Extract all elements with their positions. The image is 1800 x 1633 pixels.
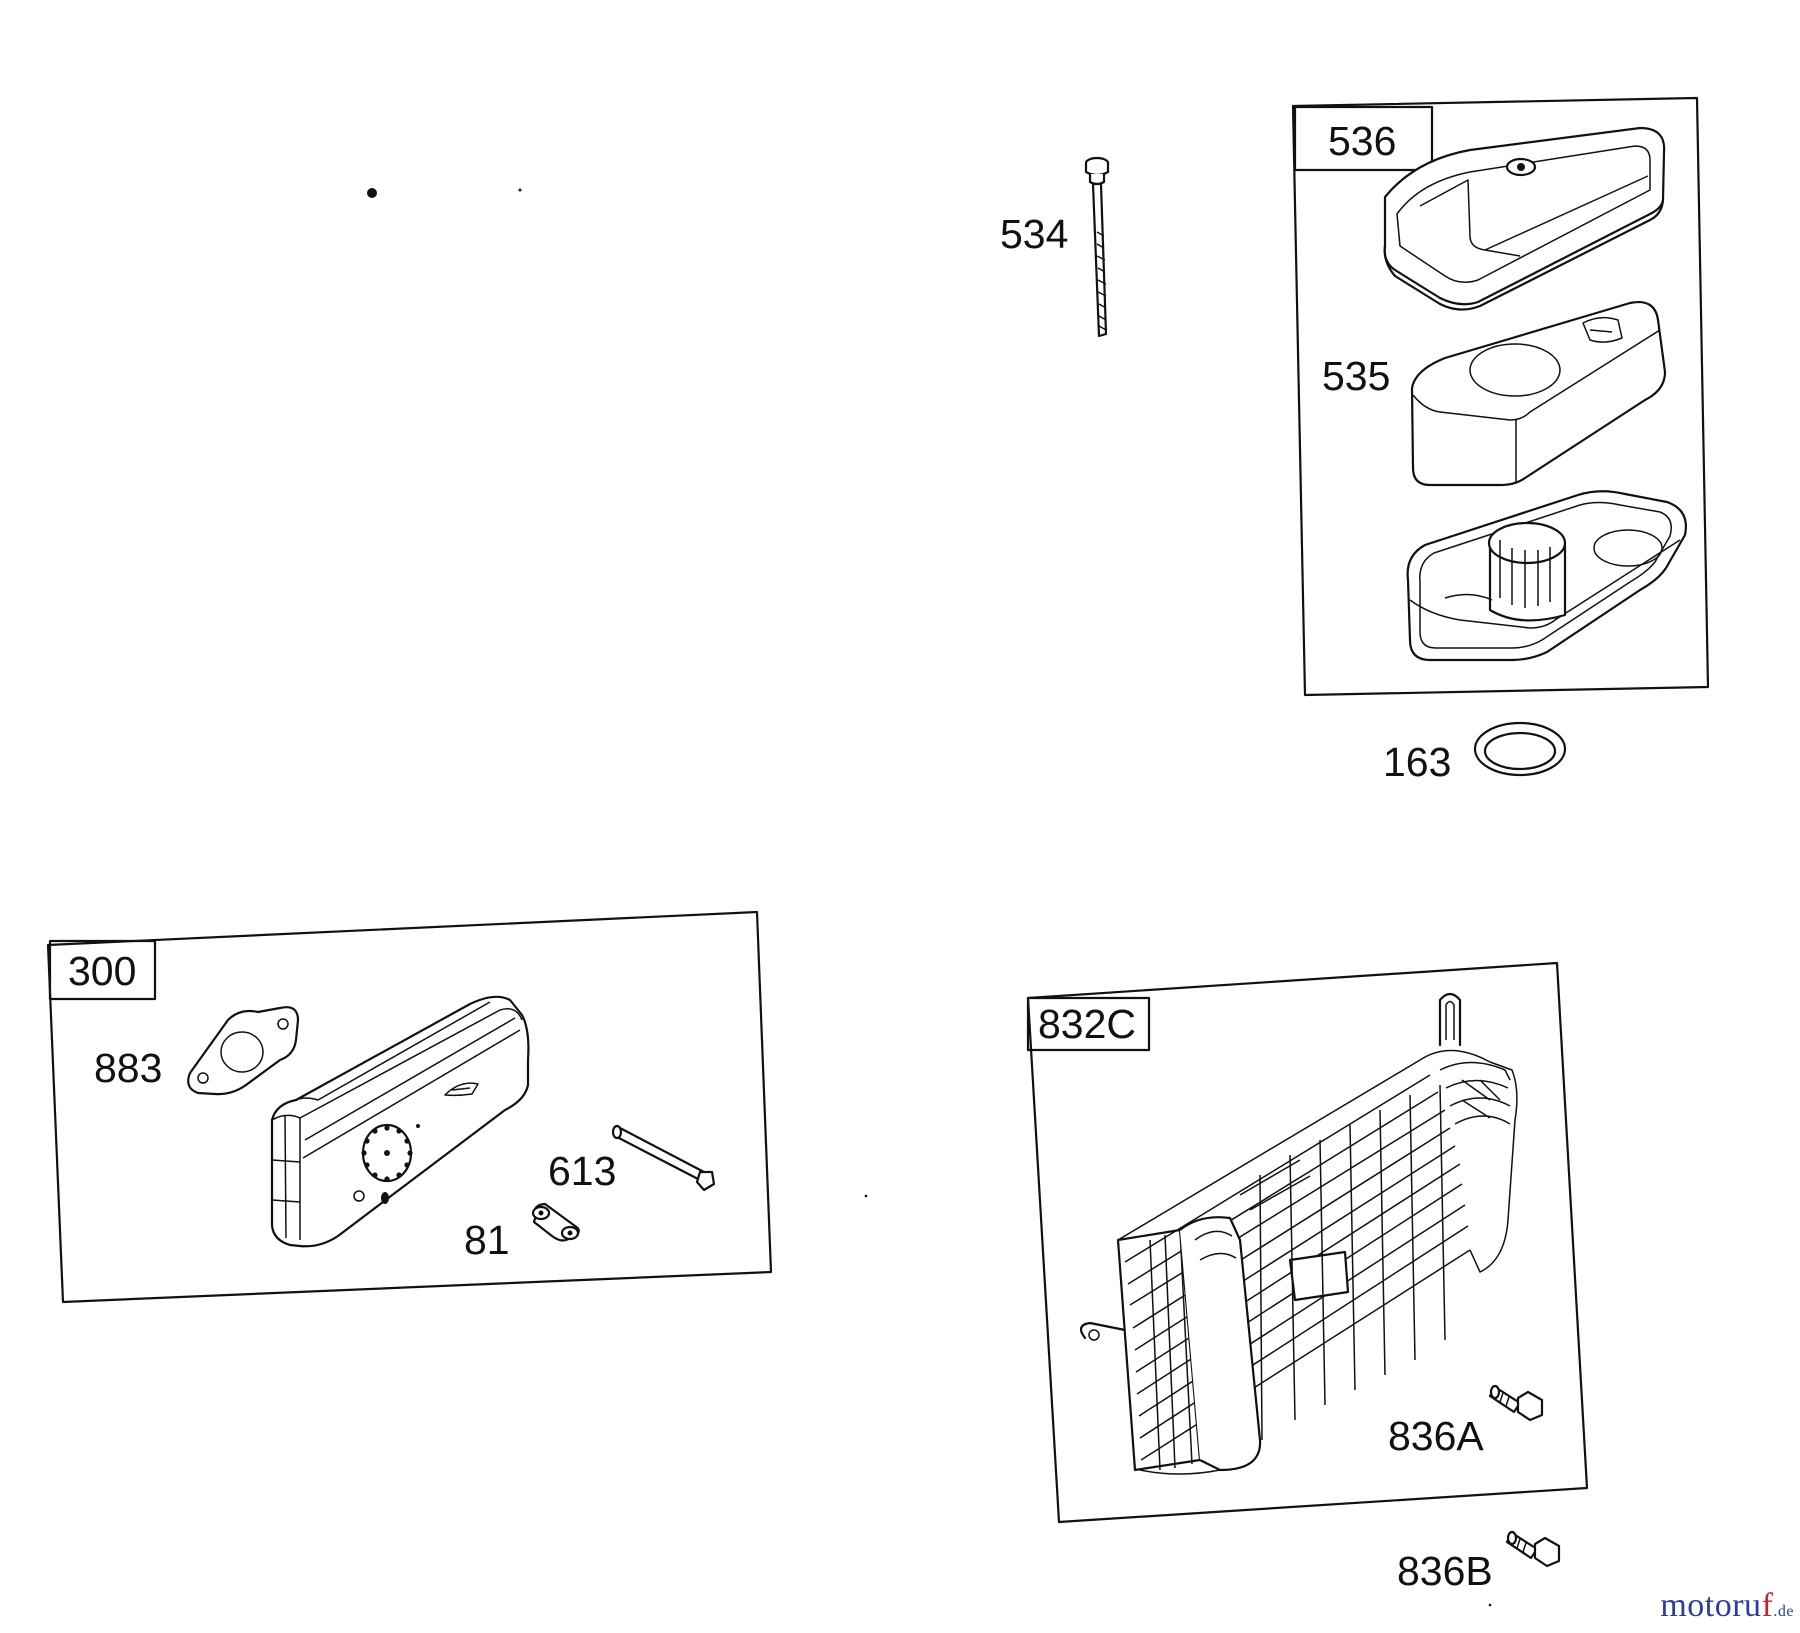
part-label-box-536 (1293, 105, 1434, 172)
part-label-836b: 836B (1397, 1548, 1493, 1594)
o-ring-163-drawing (1473, 721, 1567, 777)
part-label-836a: 836A (1388, 1413, 1484, 1459)
speck-dot (518, 188, 522, 192)
watermark-logo: motoruf.de (1660, 1587, 1794, 1624)
lock-plate-81-drawing (531, 1202, 580, 1242)
air-filter-element-drawing (1410, 301, 1667, 487)
guard-frame (1026, 961, 1589, 1524)
bolt-534-drawing (1084, 156, 1110, 338)
air-cleaner-frame (1291, 96, 1710, 697)
muffler-guard-drawing (1079, 992, 1518, 1475)
speck-dot (1488, 1603, 1492, 1607)
part-label-534: 534 (1000, 211, 1068, 257)
screw-836a-drawing (1488, 1384, 1544, 1422)
speck-dot (864, 1194, 868, 1198)
air-cleaner-cover-drawing (1383, 126, 1666, 311)
bolt-613-drawing (611, 1124, 716, 1192)
part-label-613: 613 (548, 1148, 616, 1194)
part-label-832c: 832C (1038, 1001, 1136, 1047)
part-label-163: 163 (1383, 739, 1451, 785)
part-label-535: 535 (1322, 353, 1390, 399)
air-cleaner-base-drawing (1406, 490, 1687, 662)
part-label-81: 81 (464, 1217, 510, 1263)
part-label-536: 536 (1328, 118, 1396, 164)
speck-dot (367, 188, 377, 198)
part-label-883: 883 (94, 1045, 162, 1091)
gasket-883-drawing (187, 1006, 300, 1096)
muffler-body-drawing (270, 995, 530, 1248)
part-label-box-300 (48, 939, 157, 1001)
part-label-300: 300 (68, 948, 136, 994)
part-label-box-832c (1026, 996, 1151, 1052)
screw-836b-drawing (1505, 1530, 1561, 1568)
muffler-frame (46, 910, 773, 1304)
muffler-vent-dots (361, 1125, 413, 1182)
